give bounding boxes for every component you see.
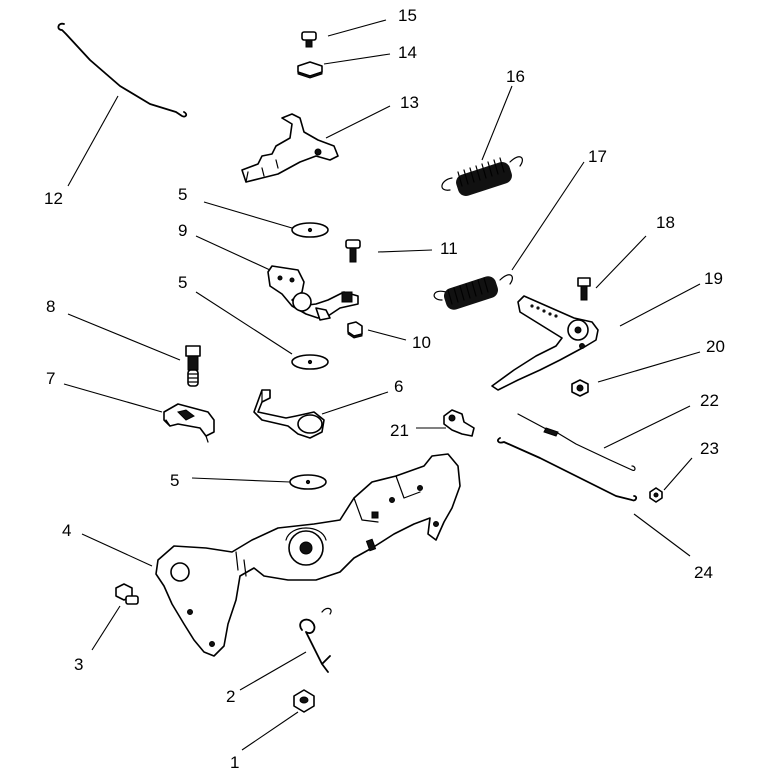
callout-22: 22	[700, 391, 719, 410]
part-6-lever-plate	[253, 389, 325, 439]
callout-9: 9	[178, 221, 187, 240]
part-11-screw	[345, 239, 361, 263]
callout-1: 1	[230, 753, 239, 772]
part-19-speed-lever	[491, 295, 599, 391]
part-23-nut	[649, 487, 663, 503]
part-3-screw	[115, 583, 139, 605]
callout-15: 15	[398, 6, 417, 25]
callout-13: 13	[400, 93, 419, 112]
callout-5-middle: 5	[178, 273, 187, 292]
part-1-nut	[293, 689, 315, 713]
part-16-spring	[441, 156, 523, 197]
callout-23: 23	[700, 439, 719, 458]
callout-11: 11	[440, 239, 458, 258]
leader-lines	[63, 19, 701, 751]
callout-16: 16	[506, 67, 525, 86]
part-12-link-rod	[57, 22, 188, 118]
part-18-screw	[577, 277, 591, 301]
part-9-throttle-lever	[267, 265, 359, 321]
part-10-nut	[347, 321, 363, 339]
callout-17: 17	[588, 147, 607, 166]
callout-6: 6	[394, 377, 403, 396]
callout-21: 21	[390, 421, 409, 440]
part-4-control-bracket	[155, 453, 461, 657]
callouts: 1 2 3 4 5 5 5 6 7 8 9 10 11 12 13 14 15 …	[44, 6, 725, 772]
callout-7: 7	[46, 369, 55, 388]
callout-19: 19	[704, 269, 723, 288]
part-5-washer-bottom	[289, 474, 327, 490]
callout-2: 2	[226, 687, 235, 706]
part-22-choke-link	[517, 413, 636, 471]
callout-8: 8	[46, 297, 55, 316]
callout-5-top: 5	[178, 185, 187, 204]
part-24-throttle-link	[497, 437, 638, 502]
callout-20: 20	[706, 337, 725, 356]
part-21-cable-clamp	[443, 409, 475, 437]
callout-18: 18	[656, 213, 675, 232]
callout-14: 14	[398, 43, 417, 62]
callout-10: 10	[412, 333, 431, 352]
callout-24: 24	[694, 563, 713, 582]
part-8-stud-bolt	[185, 345, 201, 387]
part-17-spring	[433, 274, 513, 310]
part-14-washer	[297, 61, 323, 79]
part-20-nut	[571, 379, 589, 397]
part-15-screw	[301, 31, 317, 48]
part-2-governor-spring	[299, 607, 332, 673]
part-13-governor-lever	[241, 113, 339, 183]
callout-12: 12	[44, 189, 63, 208]
part-5-washer-middle	[291, 354, 329, 370]
callout-4: 4	[62, 521, 71, 540]
part-7-clip	[163, 403, 215, 443]
callout-5-bottom: 5	[170, 471, 179, 490]
part-5-washer-top	[291, 222, 329, 238]
callout-3: 3	[74, 655, 83, 674]
